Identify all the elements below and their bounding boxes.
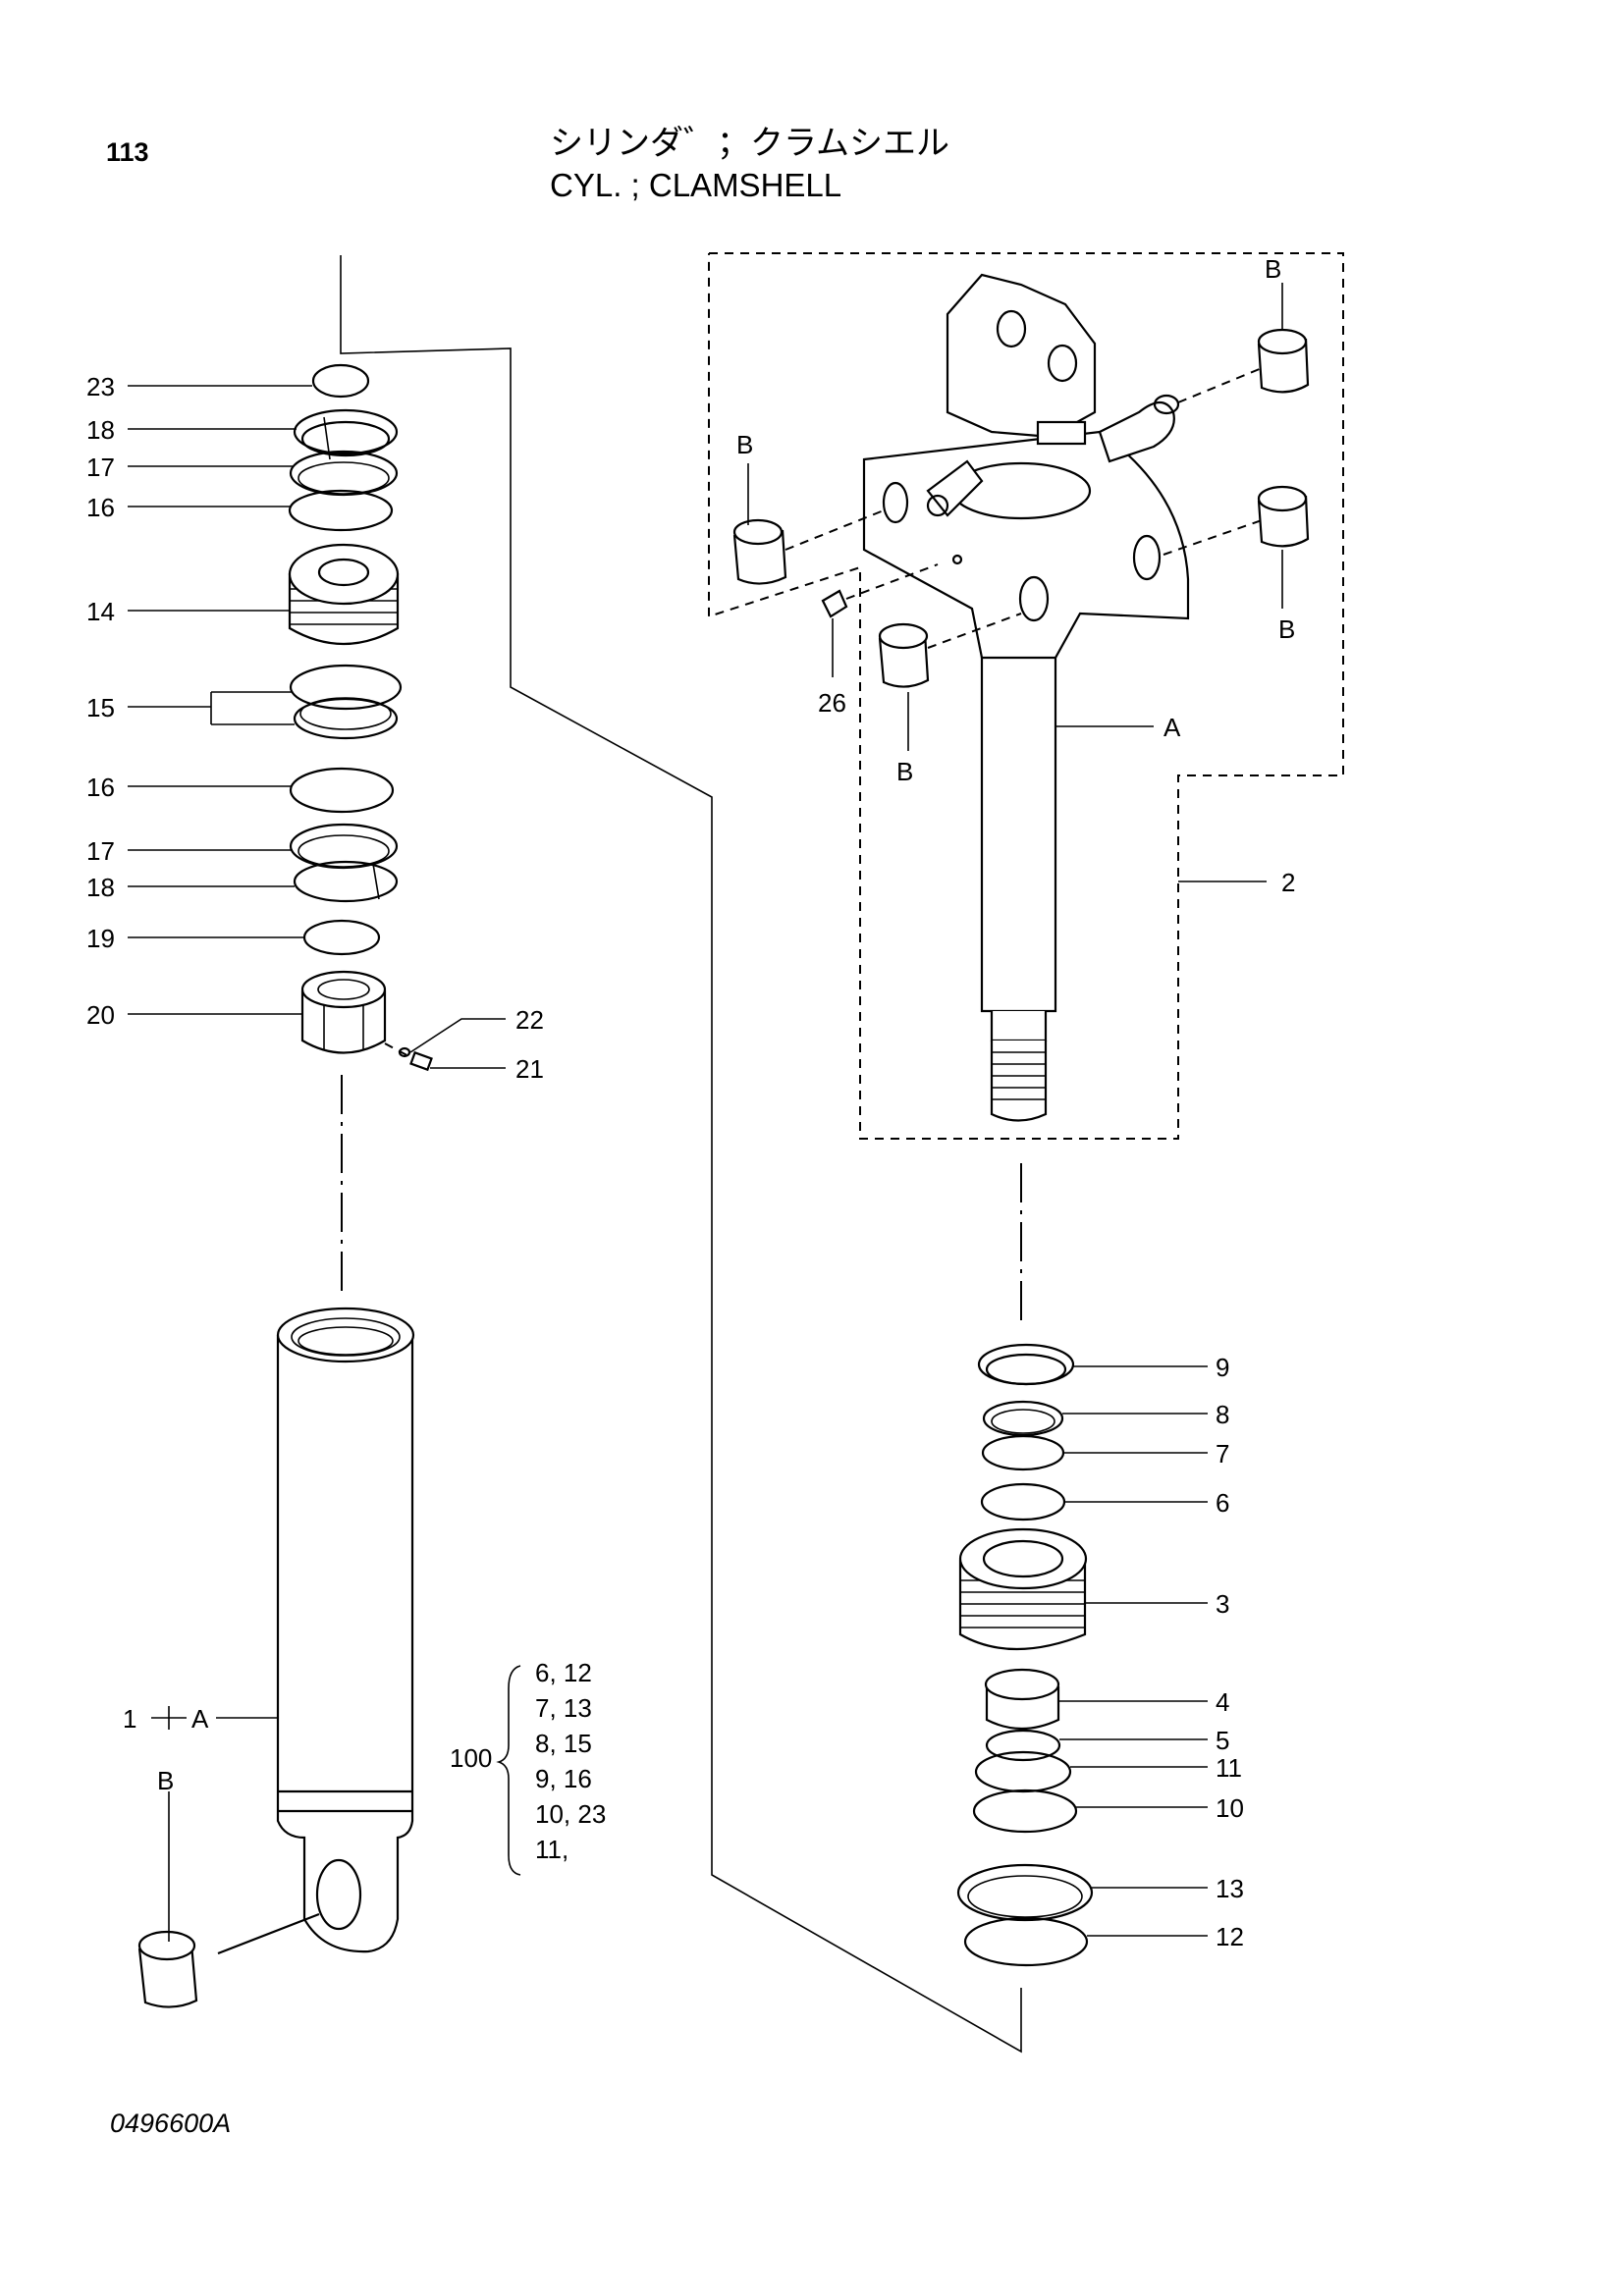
- callout-5: 5: [1216, 1726, 1229, 1755]
- callout-b-bottom: B: [896, 757, 913, 786]
- part-17-seal-top: [289, 450, 399, 497]
- callout-17-top: 17: [86, 453, 115, 482]
- callout-15: 15: [86, 693, 115, 722]
- part-12-o-ring: [963, 1916, 1089, 1967]
- part-16-ring-bottom: [289, 767, 395, 814]
- part-8-seal: [982, 1400, 1064, 1437]
- callout-18-top: 18: [86, 415, 115, 445]
- callout-b-left: B: [736, 430, 753, 459]
- page-number: 113: [106, 137, 149, 167]
- callout-7: 7: [1216, 1439, 1229, 1468]
- kit-row-3: 8, 15: [535, 1729, 592, 1758]
- part-21-22-set-screw: [384, 1042, 433, 1072]
- callout-21: 21: [515, 1054, 544, 1084]
- part-26-grease-nipple: [821, 563, 939, 677]
- callout-16-top: 16: [86, 493, 115, 522]
- callout-3: 3: [1216, 1589, 1229, 1619]
- kit-row-6: 11,: [535, 1835, 568, 1864]
- part-6-ring: [980, 1482, 1066, 1522]
- part-20-nut: [300, 970, 387, 1054]
- rod-assembly-dashed-boundary: [708, 252, 1344, 1140]
- title-japanese: シリンダ゛；クラムシエル: [550, 125, 949, 162]
- callout-1-a: A: [191, 1704, 209, 1734]
- callout-12: 12: [1216, 1922, 1244, 1951]
- kit-row-2: 7, 13: [535, 1693, 592, 1723]
- part-15-wear-ring: [289, 664, 403, 740]
- left-leaders: [128, 385, 506, 1942]
- callout-6: 6: [1216, 1488, 1229, 1518]
- callout-a: A: [1163, 713, 1181, 742]
- callout-23: 23: [86, 372, 115, 401]
- part-3-rod-cover: [958, 1527, 1088, 1651]
- callout-20: 20: [86, 1000, 115, 1030]
- kit-number: 100: [450, 1743, 492, 1773]
- callout-11: 11: [1216, 1753, 1242, 1783]
- part-9-dust-seal: [977, 1343, 1075, 1386]
- callout-1: 1: [123, 1704, 136, 1734]
- assembly-connector-line: [340, 255, 1022, 2054]
- callout-26: 26: [818, 688, 846, 718]
- part-16-ring-top: [288, 489, 394, 532]
- callout-1-b: B: [157, 1766, 174, 1795]
- callout-19: 19: [86, 924, 115, 953]
- callout-9: 9: [1216, 1353, 1229, 1382]
- kit-row-1: 6, 12: [535, 1658, 592, 1687]
- part-10-o-ring: [972, 1789, 1078, 1834]
- kit-100-list: 100 6, 12 7, 13 8, 15 9, 16 10, 23 11,: [450, 1658, 606, 1876]
- callout-14: 14: [86, 597, 115, 626]
- callout-13: 13: [1216, 1874, 1244, 1903]
- kit-row-5: 10, 23: [535, 1799, 606, 1829]
- part-5-ring: [985, 1729, 1061, 1762]
- part-11-ring: [974, 1750, 1072, 1793]
- callout-16-bottom: 16: [86, 773, 115, 802]
- title-english: CYL. ; CLAMSHELL: [550, 167, 842, 203]
- kit-row-4: 9, 16: [535, 1764, 592, 1793]
- part-2-piston-rod: [862, 273, 1190, 1122]
- callout-8: 8: [1216, 1400, 1229, 1429]
- bushing-b-left: [137, 1912, 320, 2008]
- part-23-o-ring: [311, 363, 370, 399]
- part-14-piston: [288, 543, 400, 646]
- callout-10: 10: [1216, 1793, 1244, 1823]
- callout-b-right: B: [1278, 614, 1295, 644]
- drawing-code: 0496600A: [110, 2109, 232, 2138]
- part-1-cylinder-tube: [276, 1307, 415, 1953]
- callout-17-bottom: 17: [86, 836, 115, 866]
- bushing-b-left-lower: [878, 613, 1022, 751]
- part-7-ring: [981, 1434, 1065, 1471]
- part-17-seal-bottom: [289, 823, 399, 870]
- bushing-b-left-upper: [732, 463, 885, 585]
- bushing-b-top-right: [1177, 283, 1310, 403]
- part-19-ring: [302, 919, 381, 956]
- callout-18-bottom: 18: [86, 873, 115, 902]
- part-4-bushing: [984, 1668, 1060, 1730]
- callout-2: 2: [1281, 868, 1295, 897]
- callout-4: 4: [1216, 1687, 1229, 1717]
- callout-22: 22: [515, 1005, 544, 1035]
- bushing-b-mid-right: [1163, 485, 1310, 609]
- callout-b-top: B: [1265, 254, 1281, 284]
- right-leaders: [1058, 1365, 1208, 1937]
- part-18-backup-ring-bottom: [293, 860, 399, 903]
- part-13-backup-ring: [956, 1863, 1094, 1922]
